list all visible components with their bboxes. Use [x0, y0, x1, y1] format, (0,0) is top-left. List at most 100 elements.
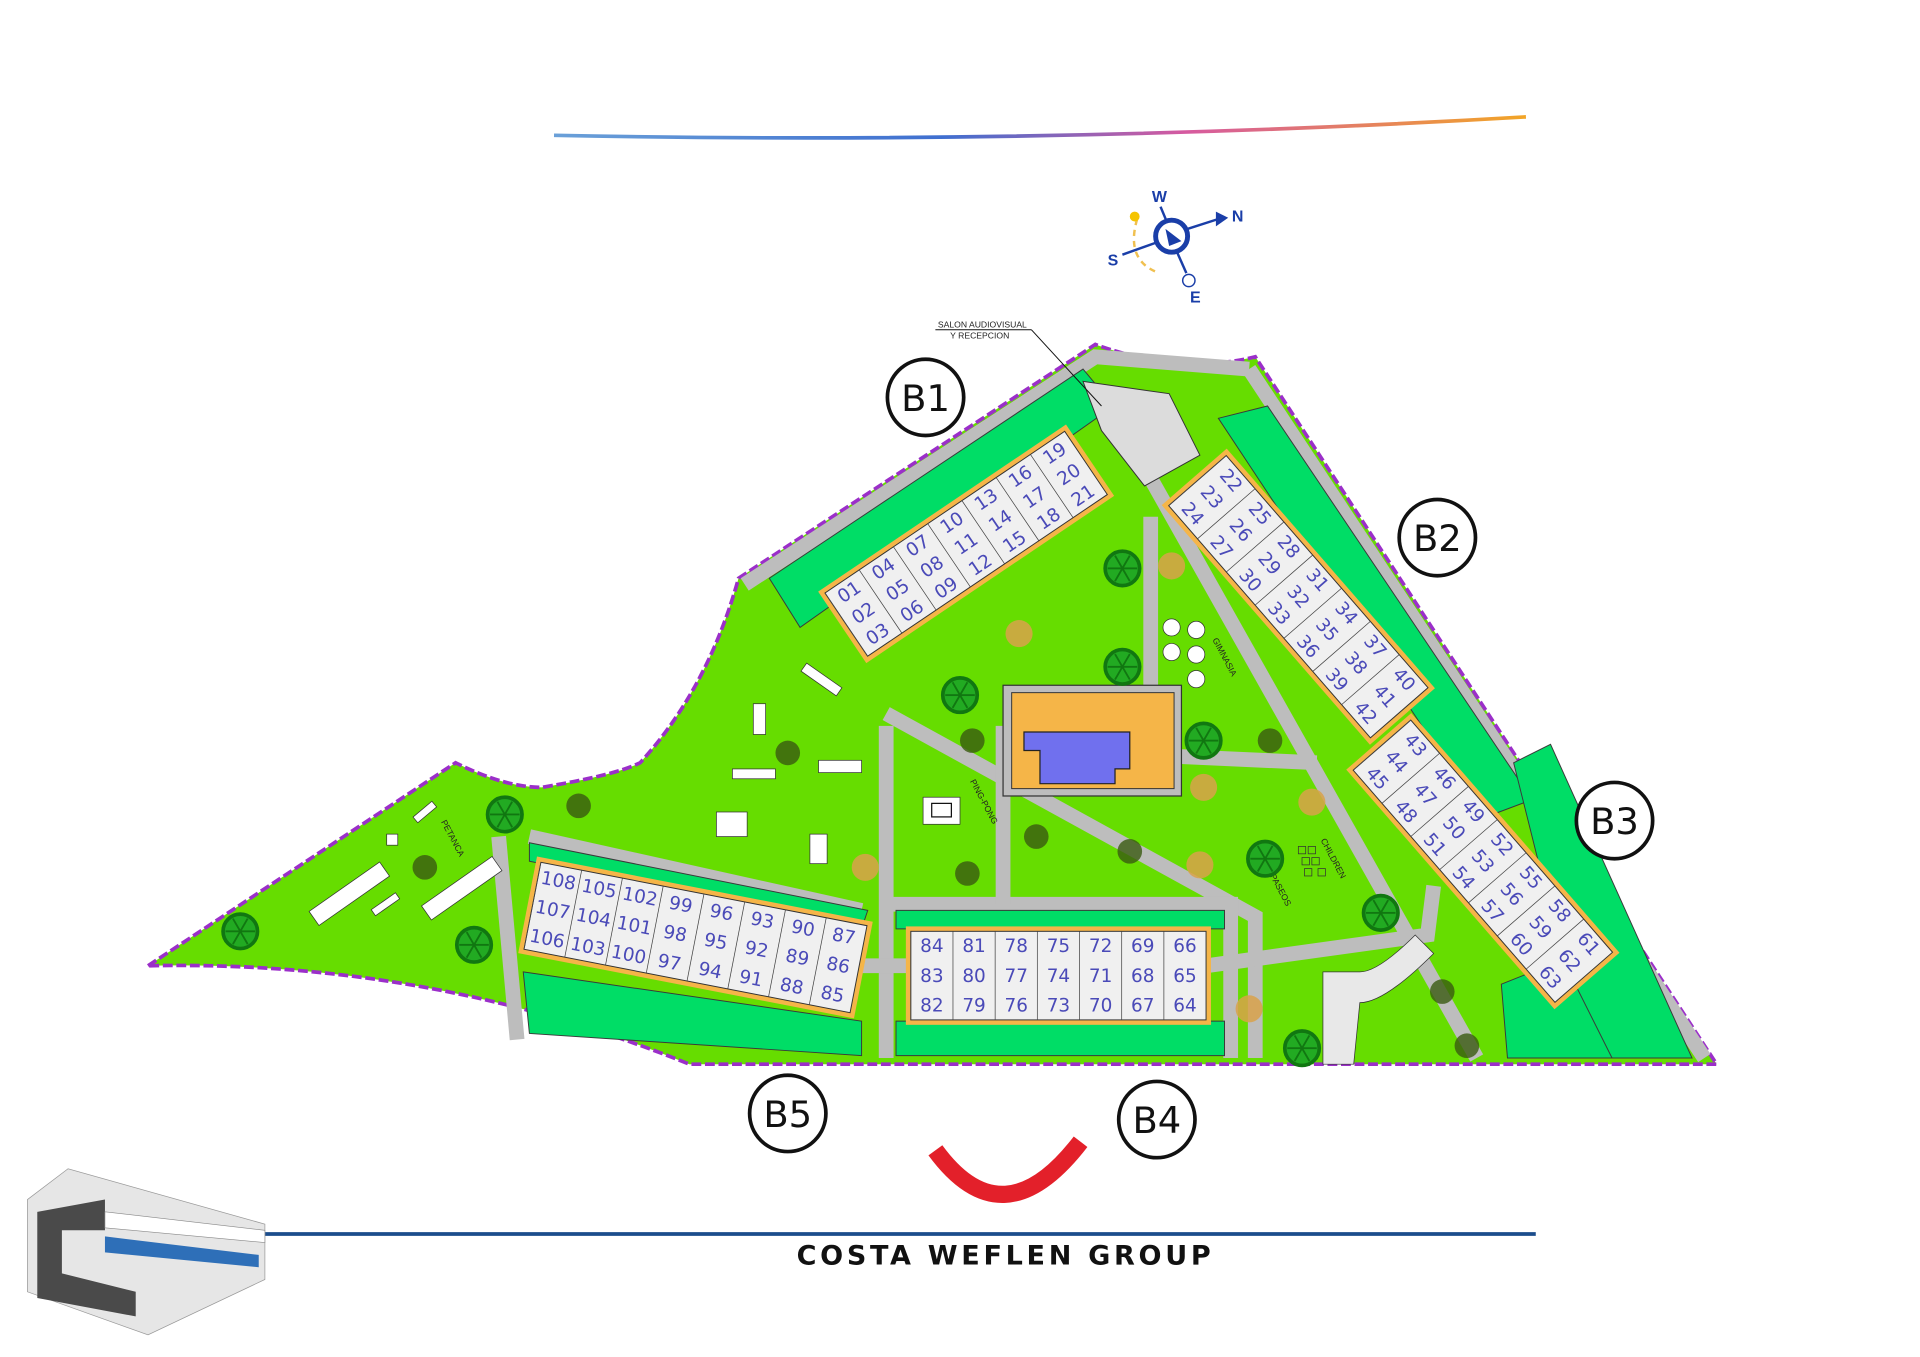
sun-icon	[1129, 211, 1140, 222]
unit-divider	[686, 893, 705, 982]
unit-number[interactable]: 75	[1047, 936, 1070, 957]
unit-number[interactable]: 80	[962, 966, 985, 987]
unit-divider	[1525, 918, 1584, 970]
reception-building	[1082, 380, 1201, 487]
unit-number[interactable]: 97	[656, 951, 683, 976]
unit-number[interactable]: 96	[708, 901, 735, 926]
unit-number[interactable]: 67	[1131, 995, 1154, 1016]
unit-number[interactable]: 66	[1173, 936, 1196, 957]
bush-icon	[1257, 728, 1283, 753]
brand-arc-logo	[928, 1136, 1088, 1203]
block-label-text: B1	[901, 377, 950, 420]
children-playground	[1297, 846, 1326, 877]
block-label-b5: B5	[747, 1073, 828, 1154]
unit-number[interactable]: 92	[743, 937, 770, 962]
block-b4: 84 83 82 81 80 79 78 77 76 75 74 73 72 71 70 69 68 67 66 65…	[905, 926, 1211, 1025]
bush-icon	[775, 740, 801, 766]
unit-number[interactable]: 85	[819, 982, 846, 1007]
reception-label-2: Y RECEPCION	[950, 330, 1009, 340]
unit-number[interactable]: 69	[1131, 936, 1154, 957]
tree-icon	[1361, 893, 1400, 932]
unit-number[interactable]: 82	[920, 995, 943, 1016]
unit-divider	[1381, 752, 1440, 804]
unit-divider	[961, 500, 1005, 565]
unit-divider	[1226, 521, 1285, 573]
unit-number[interactable]: 93	[749, 908, 776, 933]
unit-number[interactable]: 91	[737, 966, 764, 991]
unit-number[interactable]: 77	[1005, 966, 1028, 987]
tree-icon	[454, 925, 494, 964]
tree-icon	[221, 912, 260, 951]
bush-icon	[1023, 824, 1049, 849]
block-b1: 0102030405060708091011121314151617181920…	[818, 424, 1115, 664]
unit-divider	[564, 870, 583, 958]
tree-icon	[1282, 1029, 1322, 1068]
shrub-icon	[1186, 851, 1214, 879]
block-label-text: B2	[1413, 517, 1462, 560]
unit-number[interactable]: 86	[824, 953, 851, 978]
unit-number[interactable]: 95	[702, 930, 729, 955]
unit-number[interactable]: 90	[789, 916, 816, 941]
unit-divider	[858, 569, 903, 634]
pool-area	[1002, 684, 1183, 797]
block-label-text: B3	[1590, 800, 1639, 843]
unit-number[interactable]: 65	[1173, 966, 1196, 987]
shrub-icon	[851, 853, 879, 881]
block-label-b4: B4	[1116, 1079, 1197, 1160]
unit-number[interactable]: 79	[962, 995, 985, 1016]
block-label-text: B4	[1132, 1099, 1181, 1142]
bush-icon	[1429, 979, 1455, 1004]
unit-divider	[1254, 554, 1313, 606]
unit-number[interactable]: 76	[1005, 995, 1028, 1016]
unit-number[interactable]: 78	[1005, 936, 1028, 957]
tree-icon	[1246, 839, 1285, 878]
shrub-icon	[1235, 995, 1263, 1023]
bush-icon	[960, 728, 985, 753]
shrub-icon	[1190, 773, 1218, 801]
unit-number[interactable]: 73	[1047, 995, 1070, 1016]
tree-icon	[485, 795, 524, 834]
shrub-icon	[1005, 620, 1033, 648]
unit-divider	[1410, 786, 1469, 837]
unit-divider	[1168, 455, 1227, 506]
shrub-icon	[1298, 788, 1326, 816]
company-name: COSTA WEFLEN GROUP	[797, 1241, 1215, 1272]
unit-number[interactable]: 87	[830, 924, 857, 949]
tree-icon	[940, 676, 980, 715]
unit-divider	[1341, 654, 1400, 705]
unit-number[interactable]: 89	[784, 945, 811, 970]
trees	[221, 549, 1480, 1068]
unit-number[interactable]: 70	[1089, 995, 1112, 1016]
unit-divider	[523, 862, 542, 950]
compass-east: E	[1190, 290, 1201, 307]
building-render-image	[27, 1168, 266, 1336]
unit-divider	[645, 886, 664, 974]
shrub-icon	[1158, 552, 1186, 580]
unit-number[interactable]: 68	[1131, 966, 1154, 987]
block-b5: 1081071061051041031021011009998979695949…	[518, 856, 873, 1019]
unit-number[interactable]: 64	[1173, 995, 1196, 1016]
unit-divider	[1197, 488, 1256, 540]
sunset-icon	[1181, 273, 1196, 288]
unit-number[interactable]: 71	[1089, 966, 1112, 987]
unit-number[interactable]: 81	[962, 936, 985, 957]
block-label-text: B5	[763, 1093, 812, 1136]
bush-icon	[1454, 1033, 1480, 1059]
unit-number[interactable]: 94	[697, 959, 724, 984]
bush-icon	[1117, 839, 1143, 864]
unit-number[interactable]: 99	[667, 893, 694, 918]
reception-label: SALON AUDIOVISUAL	[938, 319, 1027, 329]
residential-blocks: 0102030405060708091011121314151617181920…	[518, 424, 1620, 1025]
header-swoosh	[553, 115, 1527, 140]
unit-number[interactable]: 88	[778, 974, 805, 999]
unit-number[interactable]: 98	[661, 922, 688, 947]
unit-number[interactable]: 83	[920, 966, 943, 987]
unit-divider	[893, 546, 937, 611]
unit-divider	[1497, 885, 1556, 937]
unit-divider	[605, 878, 623, 966]
unit-divider	[768, 909, 786, 997]
unit-number[interactable]: 84	[920, 936, 943, 957]
unit-number[interactable]: 74	[1047, 966, 1070, 987]
unit-number[interactable]: 72	[1089, 936, 1112, 957]
